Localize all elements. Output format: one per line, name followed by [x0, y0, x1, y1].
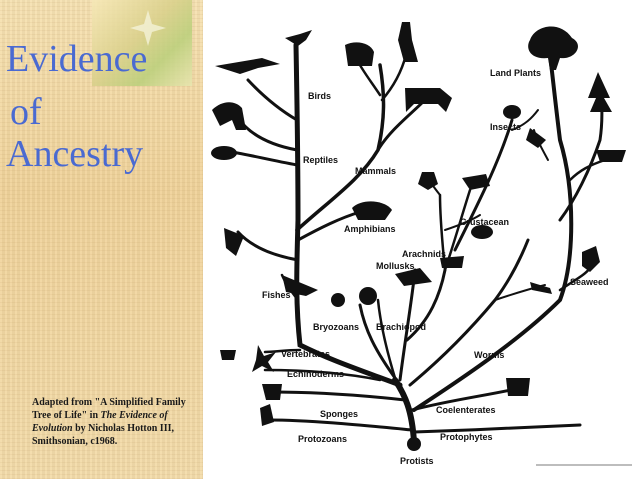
turtle-icon [211, 146, 237, 160]
label-land-plants: Land Plants [490, 68, 541, 78]
label-insects: Insects [490, 122, 521, 132]
label-mollusks: Mollusks [376, 261, 415, 271]
seaweed-icon [582, 246, 600, 272]
shrimp-icon [462, 174, 490, 190]
label-birds: Birds [308, 91, 331, 101]
label-vertebrates: Vertebrates [281, 349, 330, 359]
label-seaweed: Seaweed [570, 277, 609, 287]
pterosaur-icon [215, 58, 280, 74]
tree-branches [230, 42, 607, 445]
urchin-icon [220, 350, 236, 360]
gorilla-icon [345, 42, 374, 66]
label-sponges: Sponges [320, 409, 358, 419]
bird-icon [285, 30, 312, 46]
label-protists: Protists [400, 456, 434, 466]
label-mammals: Mammals [355, 166, 396, 176]
clam-icon [395, 268, 432, 286]
label-brachiopod: Brachiopod [376, 322, 426, 332]
decorative-corner-image [92, 0, 192, 86]
label-reptiles: Reptiles [303, 155, 338, 165]
fish-icon [224, 228, 244, 256]
label-echinoderms: Echinoderms [287, 369, 344, 379]
label-protophytes: Protophytes [440, 432, 493, 442]
decorative-leaf-icon [130, 10, 166, 46]
brachiopod-icon [359, 287, 377, 305]
protists-root-icon [407, 437, 421, 451]
conifer-icon [588, 72, 612, 112]
label-crustacean: Crustacean [460, 217, 509, 227]
footer-divider [536, 464, 632, 466]
zebra-icon [405, 88, 452, 112]
dolphin-icon [282, 275, 318, 296]
worm-icon [530, 282, 552, 294]
human-icon [398, 22, 418, 62]
tree-icon [528, 26, 579, 70]
caption-text-2: by Nicholas Hotton III, Smithsonian, c19… [32, 423, 174, 447]
beetle-icon [503, 105, 521, 119]
crab-icon [471, 225, 493, 239]
jellyfish-icon [506, 378, 530, 396]
protozoan-icon [260, 404, 274, 426]
fern-icon [526, 128, 546, 148]
sponge-icon [262, 384, 282, 400]
caption-book-title: The Evidence of Evolution [32, 410, 168, 434]
title-line-1: Evidence [6, 38, 148, 80]
snail-icon [440, 256, 464, 268]
source-caption: Adapted from "A Simplified Family Tree o… [32, 396, 200, 448]
dinosaur-icon [212, 102, 246, 130]
moss-icon [596, 150, 626, 162]
label-protozoans: Protozoans [298, 434, 347, 444]
caption-text-1: Adapted from "A Simplified Family Tree o… [32, 397, 186, 421]
title-line-2: of [10, 91, 42, 133]
label-worms: Worms [474, 350, 504, 360]
label-coelenterates: Coelenterates [436, 405, 496, 415]
label-fishes: Fishes [262, 290, 291, 300]
title-line-3: Ancestry [6, 133, 144, 175]
frog-icon [352, 201, 392, 220]
bryozoan-icon [331, 293, 345, 307]
label-amphibians: Amphibians [344, 224, 396, 234]
organism-silhouettes [211, 22, 626, 451]
starfish-icon [252, 345, 276, 372]
spider-icon [418, 172, 438, 190]
label-arachnids: Arachnids [402, 249, 446, 259]
label-bryozoans: Bryozoans [313, 322, 359, 332]
